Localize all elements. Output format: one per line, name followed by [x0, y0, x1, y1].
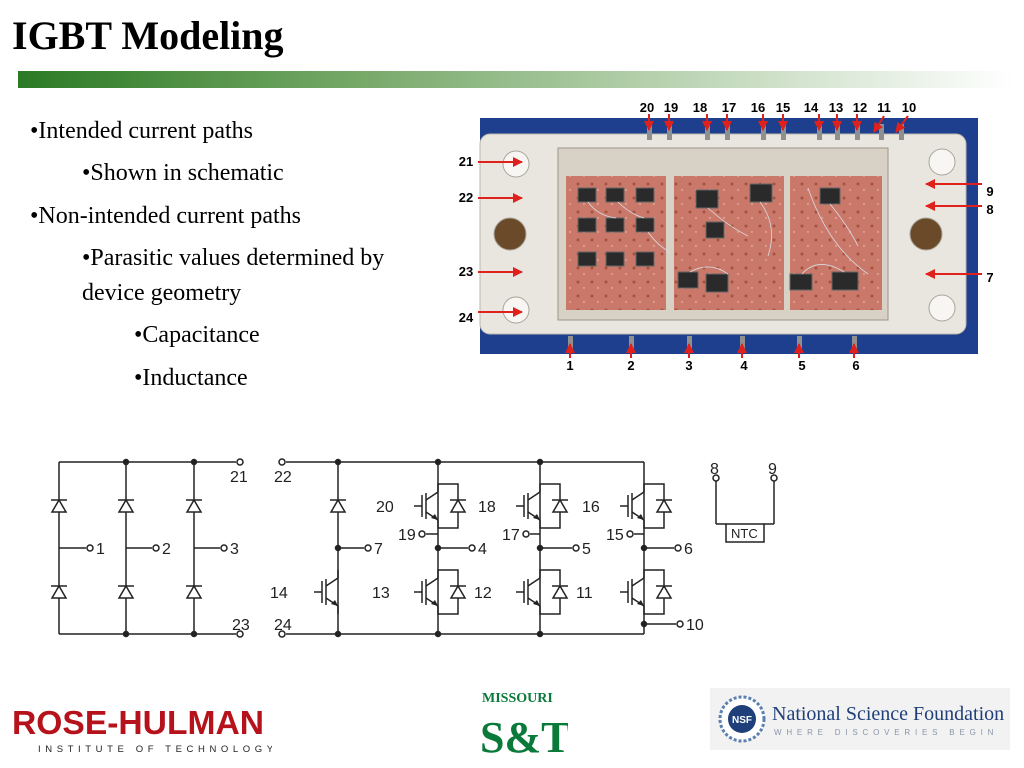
photo-label-8: 8 [986, 202, 993, 217]
schem-label-ntc-8: 8 [710, 461, 719, 478]
brake-igbt [313, 569, 339, 615]
schem-label-3: 3 [230, 541, 239, 558]
schem-label-1: 1 [96, 541, 105, 558]
rectifier-bridge [58, 458, 244, 638]
bullet-parasitic-values: •Parasitic values determined by [82, 245, 385, 271]
bullet-shown-in-schematic: •Shown in schematic [82, 160, 284, 186]
photo-label-18: 18 [693, 100, 707, 115]
schem-label-11: 11 [576, 585, 593, 602]
photo-label-24: 24 [459, 310, 474, 325]
rose-hulman-wordmark: ROSE-HULMAN [12, 704, 264, 741]
bullet-list: •Intended current paths •Shown in schema… [0, 0, 450, 420]
rose-hulman-logo: ROSE-HULMAN INSTITUTE OF TECHNOLOGY [12, 704, 272, 755]
igbt-module-schematic: 21 23 1 2 3 22 24 7 4 5 6 10 20 18 16 19… [50, 458, 778, 638]
mount-hole-mr [909, 217, 943, 251]
schem-label-19: 19 [398, 527, 416, 544]
photo-label-23: 23 [459, 264, 473, 279]
mount-hole-br [928, 294, 956, 322]
photo-label-12: 12 [853, 100, 867, 115]
ntc-label: NTC [731, 526, 758, 541]
photo-label-14: 14 [804, 100, 819, 115]
nsf-name: National Science Foundation [772, 703, 1004, 725]
missouri-st-logo: MISSOURI S&T [480, 691, 568, 760]
die-array [577, 183, 859, 293]
bullet-intended-paths: •Intended current paths [30, 118, 253, 144]
title-divider [18, 71, 1013, 88]
schem-label-15: 15 [606, 527, 624, 544]
st-wordmark: S&T [480, 713, 568, 760]
mount-hole-tl [502, 150, 530, 178]
schem-label-21: 21 [230, 469, 248, 486]
mount-hole-ml [493, 217, 527, 251]
nsf-tagline: WHERE DISCOVERIES BEGIN [774, 728, 998, 737]
bullet-inductance: •Inductance [134, 365, 248, 391]
photo-label-21: 21 [459, 154, 473, 169]
brake-diode [329, 499, 347, 513]
photo-label-22: 22 [459, 190, 473, 205]
photo-terminal-labels: 20 19 18 17 16 15 14 13 12 11 10 21 22 2… [459, 100, 994, 373]
photo-label-1: 1 [566, 358, 573, 373]
schematic-labels: 21 23 1 2 3 22 24 7 4 5 6 10 20 18 16 19… [96, 461, 777, 634]
schem-label-23: 23 [232, 617, 250, 634]
schem-label-13: 13 [372, 585, 390, 602]
bullet-non-intended-paths: •Non-intended current paths [30, 203, 301, 229]
schem-label-7: 7 [374, 541, 383, 558]
schem-label-17: 17 [502, 527, 520, 544]
schem-label-24: 24 [274, 617, 292, 634]
photo-label-17: 17 [722, 100, 736, 115]
photo-label-19: 19 [664, 100, 678, 115]
photo-label-13: 13 [829, 100, 843, 115]
schem-label-10: 10 [686, 617, 704, 634]
photo-label-16: 16 [751, 100, 765, 115]
ntc-thermistor [712, 474, 778, 543]
inverter-igbts [413, 483, 645, 615]
photo-label-7: 7 [986, 270, 993, 285]
schem-label-18: 18 [478, 499, 496, 516]
slide-title: IGBT Modeling [12, 13, 284, 58]
bond-wires [587, 187, 869, 275]
schem-label-ntc-9: 9 [768, 461, 777, 478]
bullet-parasitic-values-cont: device geometry [82, 280, 242, 306]
missouri-label: MISSOURI [482, 691, 553, 706]
schem-label-4: 4 [478, 541, 487, 558]
bullet-capacitance: •Capacitance [134, 322, 260, 348]
nsf-logo: NSF National Science Foundation WHERE DI… [710, 688, 1010, 750]
photo-label-4: 4 [740, 358, 748, 373]
photo-label-20: 20 [640, 100, 654, 115]
inverter-legs [418, 458, 684, 638]
photo-label-9: 9 [986, 184, 993, 199]
schem-label-22: 22 [274, 469, 292, 486]
photo-label-2: 2 [627, 358, 634, 373]
photo-label-15: 15 [776, 100, 790, 115]
schem-label-20: 20 [376, 499, 394, 516]
schem-label-2: 2 [162, 541, 171, 558]
photo-label-11: 11 [877, 100, 891, 115]
schem-label-5: 5 [582, 541, 591, 558]
nsf-seal-icon: NSF [718, 695, 766, 743]
photo-label-3: 3 [685, 358, 692, 373]
schem-label-14: 14 [270, 585, 288, 602]
nsf-seal-text: NSF [732, 715, 752, 726]
rose-hulman-subtitle: INSTITUTE OF TECHNOLOGY [38, 744, 272, 755]
photo-annotation-arrows [478, 114, 982, 358]
igbt-module-photo: 20 19 18 17 16 15 14 13 12 11 10 21 22 2… [459, 100, 994, 373]
photo-label-6: 6 [852, 358, 859, 373]
mount-hole-tr [928, 148, 956, 176]
photo-label-10: 10 [902, 100, 916, 115]
mount-hole-bl [502, 296, 530, 324]
schem-label-16: 16 [582, 499, 600, 516]
photo-label-5: 5 [798, 358, 805, 373]
schem-label-12: 12 [474, 585, 492, 602]
schem-label-6: 6 [684, 541, 693, 558]
